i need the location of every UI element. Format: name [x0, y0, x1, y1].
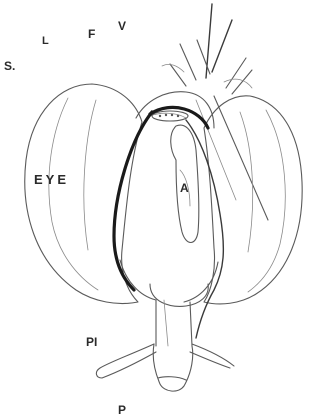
label-l: L [42, 35, 49, 47]
label-v: V [118, 19, 126, 33]
palpi [96, 344, 234, 378]
head-capsule [120, 92, 218, 302]
label-p: P [118, 403, 126, 417]
label-a: A [180, 181, 189, 195]
label-pi: PI [86, 335, 97, 349]
label-f: F [88, 27, 95, 41]
label-eye: EYE [34, 172, 69, 187]
proboscis [150, 284, 208, 391]
labels: S. L F V EYE A PI P [4, 19, 189, 417]
right-eye [204, 96, 302, 304]
label-s: S. [4, 59, 15, 73]
left-eye [25, 84, 142, 304]
